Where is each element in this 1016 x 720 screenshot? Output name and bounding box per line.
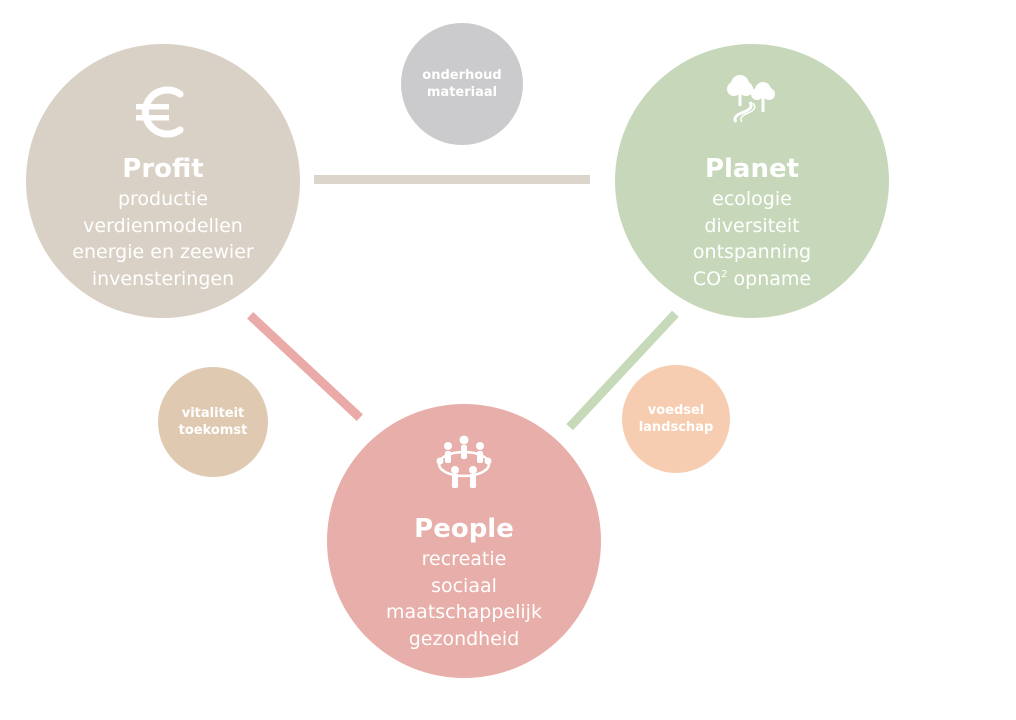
people-title: People	[414, 514, 514, 544]
co2-suffix: opname	[727, 267, 812, 290]
people-circle-icon	[327, 434, 601, 490]
people-circle: People recreatie sociaal maatschappelijk…	[327, 404, 601, 678]
planet-line-co2-opname: CO2 opname	[615, 266, 889, 293]
vitaliteit-line-2: toekomst	[178, 423, 248, 438]
people-lines: recreatie sociaal maatschappelijk gezond…	[327, 546, 601, 652]
onderhoud-line-1: onderhoud	[422, 68, 502, 83]
profit-title: Profit	[122, 154, 204, 184]
planet-line-diversiteit: diversiteit	[704, 214, 800, 237]
planet-line-ecologie: ecologie	[712, 188, 792, 210]
profit-lines: productie verdienmodellen energie en zee…	[26, 186, 300, 292]
profit-circle: Profit productie verdienmodellen energie…	[26, 44, 300, 318]
vitaliteit-line-1: vitaliteit	[181, 406, 245, 421]
profit-line-productie: productie	[117, 188, 209, 210]
trees-path-icon	[615, 72, 889, 128]
people-line-maatschappelijk: maatschappelijk	[386, 601, 542, 623]
vitaliteit-toekomst-bubble: vitaliteit toekomst	[158, 367, 268, 477]
people-line-sociaal: sociaal	[431, 574, 497, 597]
connector-profit-planet	[314, 175, 590, 184]
onderhoud-line-2: materiaal	[426, 85, 498, 100]
co2-superscript: 2	[721, 268, 728, 280]
profit-line-verdienmodellen: verdienmodellen	[83, 214, 243, 237]
co2-prefix: CO	[692, 267, 722, 290]
onderhoud-materiaal-bubble: onderhoud materiaal	[401, 23, 523, 145]
profit-line-energie: energie en zeewier	[72, 241, 254, 263]
profit-line-investeringen: invensteringen	[91, 267, 235, 290]
planet-lines: ecologie diversiteit ontspanning CO2 opn…	[615, 186, 889, 292]
euro-icon	[26, 84, 300, 140]
people-line-gezondheid: gezondheid	[408, 627, 520, 650]
voedsel-landschap-bubble: voedsel landschap	[622, 365, 730, 473]
planet-title: Planet	[704, 154, 800, 184]
voedsel-line-1: voedsel	[647, 403, 705, 418]
people-line-recreatie: recreatie	[421, 548, 507, 570]
planet-line-ontspanning: ontspanning	[692, 241, 812, 263]
voedsel-line-2: landschap	[638, 420, 714, 435]
planet-circle: Planet ecologie diversiteit ontspanning …	[615, 44, 889, 318]
